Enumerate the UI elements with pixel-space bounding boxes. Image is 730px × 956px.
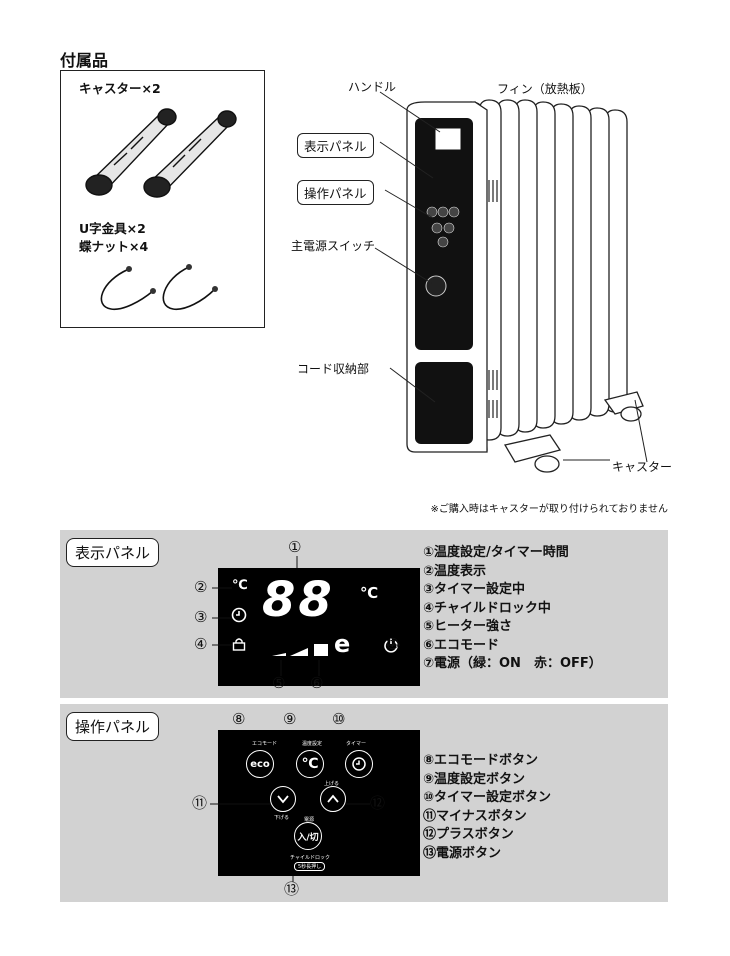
control-callout-lines (210, 803, 370, 882)
handle-label: ハンドル (348, 80, 397, 94)
control-panel-section: 操作パネル エコモード 温度設定 タイマー eco ℃ 下げる 上げる 電源 入… (60, 704, 668, 902)
heater-illustration (374, 91, 648, 473)
lock-icon (232, 638, 246, 651)
power-small-label: 電源 (304, 817, 315, 823)
legend-item: ⑨温度設定ボタン (423, 771, 526, 787)
wing-nut-label: 蝶ナット×4 (79, 239, 149, 254)
caster-part-2 (143, 110, 237, 198)
control-legend: ⑧エコモードボタン ⑨温度設定ボタン ⑩タイマー設定ボタン ⑪マイナスボタン ⑫… (423, 752, 551, 863)
cord-storage-label: コード収納部 (297, 362, 370, 376)
caster-part-1 (85, 108, 177, 196)
fin-label: フィン（放熱板） (497, 82, 593, 96)
legend-item: ④チャイルドロック中 (423, 600, 551, 616)
callout-lines (212, 556, 400, 676)
callout-13: ⑬ (284, 880, 300, 898)
child-lock-small-label: チャイルドロック (290, 855, 330, 861)
callout-2: ② (194, 578, 208, 596)
callout-8: ⑧ (232, 710, 246, 728)
legend-item: ⑩タイマー設定ボタン (423, 790, 552, 805)
legend-item: ⑪マイナスボタン (423, 808, 527, 824)
legend-item: ⑦電源（緑：ON 赤：OFF） (423, 656, 602, 671)
callout-9: ⑨ (283, 710, 297, 728)
chevron-down-icon (277, 795, 289, 804)
legend-item: ⑥エコモード (423, 637, 500, 653)
legend-item: ②温度表示 (423, 563, 487, 579)
long-press-small-label: 5秒長押し (294, 862, 326, 871)
celsius-unit-icon: ℃ (360, 584, 379, 602)
purchase-note: ※ご購入時はキャスターが取り付けられておりません (430, 504, 668, 515)
control-panel-callout: 操作パネル (297, 180, 374, 205)
legend-item: ⑧エコモードボタン (423, 753, 539, 768)
callout-4: ④ (194, 635, 208, 653)
timer-small-label: タイマー (346, 741, 367, 747)
eco-small-label: エコモード (252, 741, 278, 747)
accessories-title: 付属品 (60, 51, 109, 70)
callout-7: ⑦ (386, 635, 400, 653)
timer-icon (231, 607, 247, 623)
legend-item: ⑤ヒーター強さ (423, 619, 513, 634)
down-small-label: 下げる (274, 815, 290, 821)
control-panel-title: 操作パネル (66, 712, 160, 741)
caster-accessory-illustration (85, 108, 237, 198)
callout-12: ⑫ (370, 794, 386, 812)
up-small-label: 上げる (324, 781, 340, 787)
u-bracket-label: U字金具×2 (79, 221, 146, 236)
temperature-button[interactable]: ℃ (296, 750, 324, 778)
chevron-up-icon (327, 794, 339, 803)
callout-6: ⑥ (310, 674, 324, 692)
main-switch-label: 主電源スイッチ (291, 239, 376, 253)
display-legend: ①温度設定/タイマー時間 ②温度表示 ③タイマー設定中 ④チャイルドロック中 ⑤… (423, 544, 602, 674)
legend-item: ⑫プラスボタン (423, 827, 514, 842)
caster-accessory-label: キャスター×2 (79, 81, 161, 96)
temp-small-label: 温度設定 (302, 741, 323, 747)
legend-item: ⑬電源ボタン (423, 845, 502, 861)
callout-3: ③ (194, 608, 208, 626)
heater-strength-icon (272, 644, 328, 656)
caster-label: キャスター (612, 460, 673, 474)
u-bracket-illustration (100, 264, 218, 311)
power-indicator-icon (384, 638, 398, 653)
seven-segment-digits: 88 (262, 572, 335, 628)
legend-item: ①温度設定/タイマー時間 (423, 545, 569, 560)
accessories-box: キャスター×2 U字金具×2 蝶ナット×4 (60, 70, 265, 328)
eco-mode-icon: e (334, 630, 351, 658)
control-panel-illustration: エコモード 温度設定 タイマー eco ℃ 下げる 上げる 電源 入/切 チャイ… (218, 730, 420, 876)
callout-11: ⑪ (192, 794, 208, 812)
plus-button[interactable] (320, 786, 346, 812)
eco-mode-button[interactable]: eco (246, 750, 274, 778)
timer-icon (352, 757, 366, 771)
display-panel-section: 表示パネル ℃ 88 ℃ e ① ② ③ ④ ⑤ ⑥ ⑦ ①温度設定/タイマー時 (60, 530, 668, 698)
temp-indicator-icon: ℃ (232, 578, 248, 593)
timer-button[interactable] (345, 750, 373, 778)
minus-button[interactable] (270, 786, 296, 812)
display-panel-title: 表示パネル (66, 538, 160, 567)
callout-1: ① (288, 538, 302, 556)
callout-10: ⑩ (332, 710, 346, 728)
legend-item: ③タイマー設定中 (423, 582, 526, 597)
power-button[interactable]: 入/切 (294, 822, 322, 850)
callout-5: ⑤ (272, 674, 286, 692)
display-panel-callout: 表示パネル (297, 133, 374, 158)
